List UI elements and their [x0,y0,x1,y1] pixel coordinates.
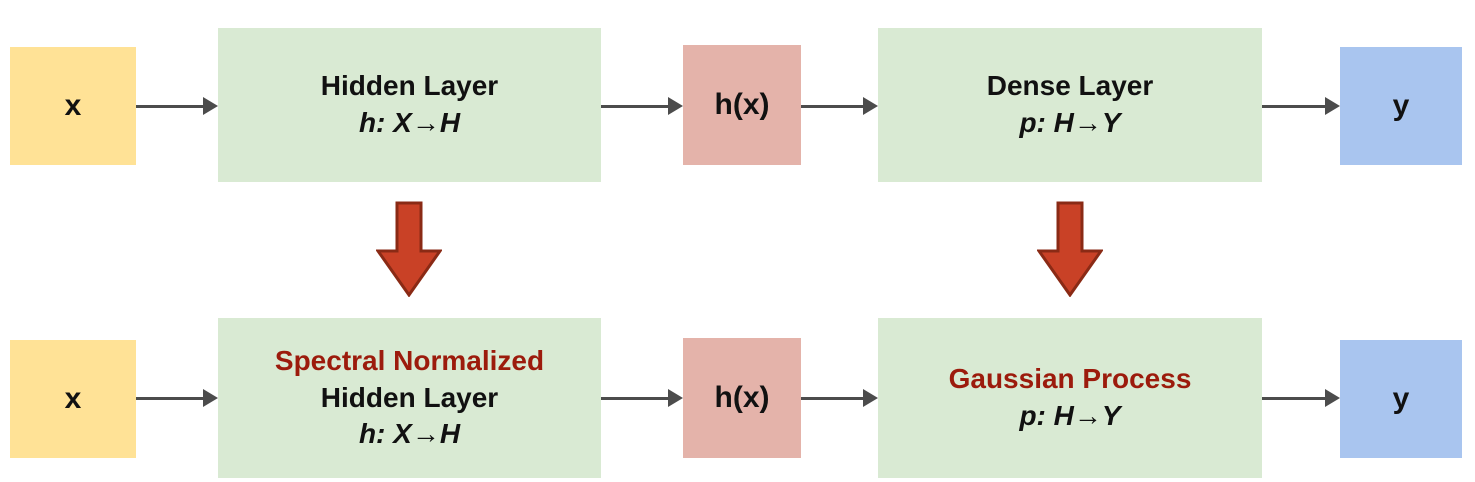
arrow-shaft [601,104,671,108]
intermediate-label-bottom: h(x) [714,381,770,414]
hidden-layer-title: Hidden Layer [320,70,499,102]
gp-layer-highlight: Gaussian Process [948,363,1192,395]
dense-layer-formula: p: H→Y [1019,107,1121,138]
transform-arrow-left [376,201,442,297]
down-arrow-icon [1037,201,1103,297]
arrow-head [1325,97,1340,115]
arrow-head [863,389,878,407]
hidden-layer-box: Hidden Layer h: X→H [218,28,601,182]
arrow-shaft [801,104,866,108]
arrow-head [1325,389,1340,407]
input-box-bottom: x [10,340,136,458]
arrow-shaft [136,396,206,400]
intermediate-box-bottom: h(x) [683,338,801,458]
arrow-head [203,389,218,407]
input-box-top: x [10,47,136,165]
arrow-shaft [1262,104,1328,108]
input-label-top: x [64,89,82,122]
arrow-shaft [601,396,671,400]
arrow-head [668,97,683,115]
hidden-layer-formula: h: X→H [358,107,461,138]
input-label-bottom: x [64,382,82,415]
arrow-shaft [136,104,206,108]
arrow-head [863,97,878,115]
arrow-head [203,97,218,115]
arrow-shaft [801,396,866,400]
sn-hidden-layer-title: Hidden Layer [320,381,499,413]
gp-layer-formula: p: H→Y [1019,400,1121,431]
arrow-head [668,389,683,407]
intermediate-box-top: h(x) [683,45,801,165]
output-box-bottom: y [1340,340,1462,458]
gaussian-process-layer-box: Gaussian Process p: H→Y [878,318,1262,478]
output-label-top: y [1392,89,1410,122]
sn-hidden-layer-highlight: Spectral Normalized [274,344,545,376]
output-box-top: y [1340,47,1462,165]
spectral-normalized-hidden-layer-box: Spectral Normalized Hidden Layer h: X→H [218,318,601,478]
transform-arrow-right [1037,201,1103,297]
sn-hidden-layer-formula: h: X→H [358,418,461,450]
dense-layer-box: Dense Layer p: H→Y [878,28,1262,182]
output-label-bottom: y [1392,382,1410,415]
down-arrow-icon [376,201,442,297]
arrow-shaft [1262,396,1328,400]
dense-layer-title: Dense Layer [986,70,1154,102]
intermediate-label-top: h(x) [714,88,770,121]
